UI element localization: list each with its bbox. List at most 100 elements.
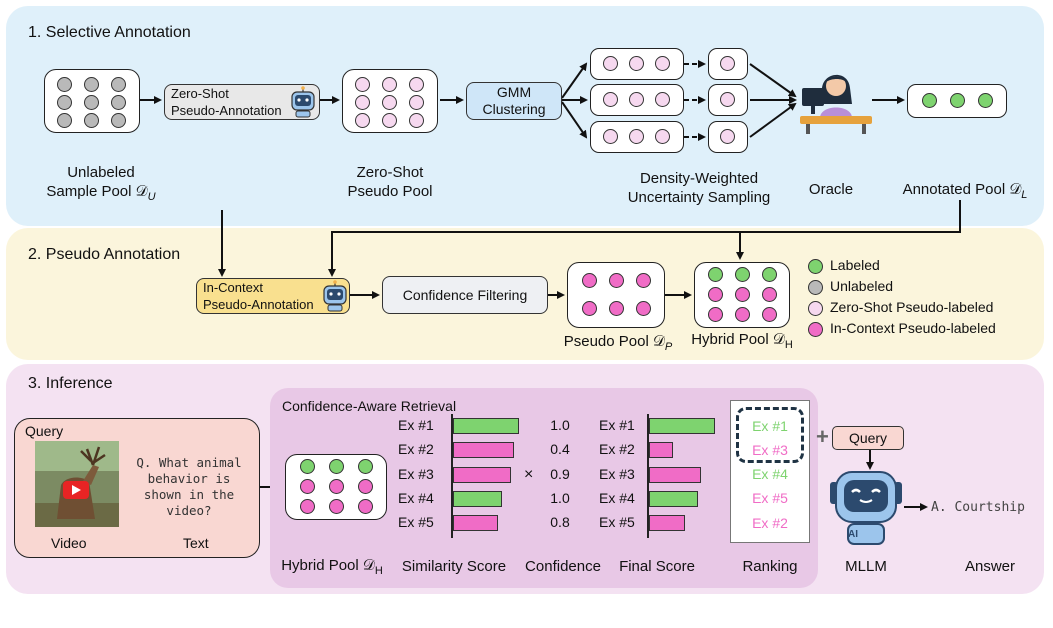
legend-swatch-icon [808, 322, 823, 337]
similarity-example-label: Ex #5 [398, 514, 434, 530]
video-thumbnail [35, 441, 119, 527]
dot-zero-shot [629, 56, 644, 71]
unlabeled-subscript: U [147, 191, 156, 203]
dot-labeled [708, 267, 723, 282]
confidence-filtering-box: Confidence Filtering [382, 276, 548, 314]
legend-label: Labeled [830, 257, 880, 273]
ranking-box [730, 400, 810, 543]
similarity-bar [453, 442, 514, 458]
arrow-gmm-to-cluster3 [561, 101, 588, 139]
similarity-example-label: Ex #3 [398, 466, 434, 482]
retrieval-hybrid-label-text: Hybrid Pool 𝒟 [281, 557, 375, 574]
dot-in-context [358, 499, 373, 514]
dot-zero-shot [603, 92, 618, 107]
annotated-subscript: L [1021, 189, 1028, 201]
final-score-label: Final Score [619, 558, 695, 575]
annotated-label-text: Annotated Pool 𝒟 [902, 181, 1022, 198]
sampling-label-line2: Uncertainty Sampling [627, 189, 771, 206]
cluster-row-1 [590, 48, 684, 80]
robot-icon [291, 86, 315, 118]
arrow-annotated-down [328, 200, 961, 277]
legend-swatch-icon [808, 280, 823, 295]
oracle-label: Oracle [808, 181, 854, 198]
sampled-item-3 [708, 121, 748, 153]
dot-zero-shot [720, 56, 735, 71]
dot-zero-shot [409, 113, 424, 128]
similarity-example-label: Ex #2 [398, 441, 434, 457]
dot-unlabeled [57, 95, 72, 110]
unlabeled-sample-pool [44, 69, 140, 133]
final-score-bar [649, 442, 673, 458]
dot-zero-shot [382, 77, 397, 92]
dot-labeled [922, 93, 937, 108]
ranking-label: Ranking [742, 558, 798, 575]
hybrid-pool-label-text: Hybrid Pool 𝒟 [691, 331, 785, 348]
arrow-sample1-to-oracle [749, 63, 797, 98]
robot-icon [323, 280, 347, 312]
dot-zero-shot [355, 113, 370, 128]
text-label: Text [183, 535, 209, 551]
cluster-row-2 [590, 84, 684, 116]
dot-in-context [735, 287, 750, 302]
legend-label: In-Context Pseudo-labeled [830, 320, 996, 336]
zero-shot-pool-label: Zero-Shot Pseudo Pool [330, 163, 450, 201]
dot-zero-shot [655, 129, 670, 144]
arrow-sample3-to-oracle [749, 102, 797, 138]
dot-in-context [582, 273, 597, 288]
query-box: Query [832, 426, 904, 450]
multiply-sign: × [524, 466, 534, 483]
ai-badge: AI [848, 529, 858, 540]
retrieval-title: Confidence-Aware Retrieval [282, 398, 457, 414]
dot-in-context [300, 479, 315, 494]
gmm-box-text: GMM Clustering [482, 84, 546, 117]
section-title-selective: 1. Selective Annotation [28, 24, 191, 41]
legend: Labeled Unlabeled Zero-Shot Pseudo-label… [808, 257, 1040, 343]
dot-labeled [358, 459, 373, 474]
query-title: Query [25, 423, 64, 439]
confidence-value: 0.4 [550, 441, 570, 457]
similarity-score-label: Similarity Score [401, 558, 507, 575]
dot-zero-shot [603, 56, 618, 71]
dot-unlabeled [84, 113, 99, 128]
zero-shot-pseudo-annotation-box: Zero-Shot Pseudo-Annotation [164, 84, 320, 120]
annotated-pool-label: Annotated Pool 𝒟L [890, 180, 1040, 205]
retrieval-hybrid-label: Hybrid Pool 𝒟H [272, 556, 392, 581]
pseudo-pool [567, 262, 665, 328]
dot-in-context [609, 301, 624, 316]
final-example-label: Ex #3 [599, 466, 635, 482]
similarity-bar [453, 491, 502, 507]
dot-zero-shot [382, 95, 397, 110]
dot-zero-shot [720, 92, 735, 107]
final-score-bar [649, 418, 715, 434]
zs-pool-label-line1: Zero-Shot [356, 164, 424, 181]
dot-unlabeled [84, 77, 99, 92]
sampling-label: Density-Weighted Uncertainty Sampling [604, 169, 794, 207]
video-label: Video [51, 535, 87, 551]
confidence-value: 1.0 [550, 490, 570, 506]
section-title-inference: 3. Inference [28, 375, 113, 392]
final-example-label: Ex #1 [599, 417, 635, 433]
dot-in-context [329, 499, 344, 514]
top-k-highlight [736, 407, 804, 463]
retrieval-hybrid-pool [285, 454, 387, 520]
dot-unlabeled [84, 95, 99, 110]
dot-zero-shot [720, 129, 735, 144]
dot-unlabeled [111, 95, 126, 110]
dot-zero-shot [409, 77, 424, 92]
section-title-pseudo: 2. Pseudo Annotation [28, 246, 181, 263]
dot-in-context [582, 301, 597, 316]
ranking-item: Ex #1 [752, 418, 788, 434]
zs-pool-label-line2: Pseudo Pool [347, 183, 433, 200]
answer-text: A. Courtship [931, 500, 1025, 515]
dot-in-context [609, 273, 624, 288]
cluster-row-3 [590, 121, 684, 153]
dot-in-context [762, 307, 777, 322]
dot-in-context [358, 479, 373, 494]
dot-unlabeled [57, 77, 72, 92]
query-box-text: Query [848, 429, 888, 446]
legend-swatch-icon [808, 301, 823, 316]
dot-in-context [636, 273, 651, 288]
sampled-item-2 [708, 84, 748, 116]
pseudo-pool-label: Pseudo Pool 𝒟P [558, 332, 678, 357]
